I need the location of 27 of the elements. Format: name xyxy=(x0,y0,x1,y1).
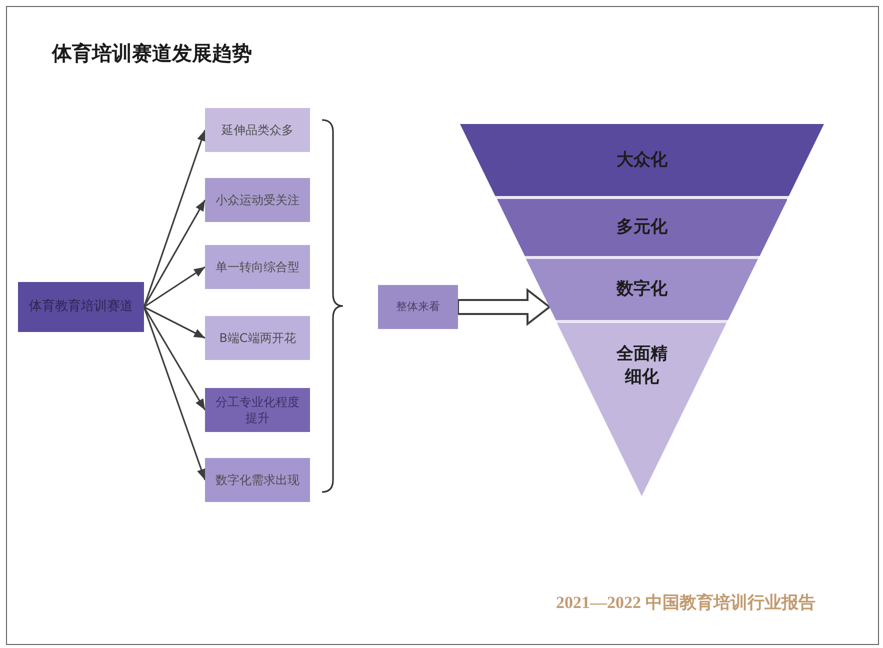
node-text: B端C端两开花 xyxy=(219,330,296,346)
summary-box xyxy=(378,285,458,329)
node-text: 分工专业化程度提升 xyxy=(214,394,300,426)
source-box xyxy=(18,282,144,332)
hollow-arrow xyxy=(457,288,552,326)
node-text: 小众运动受关注 xyxy=(216,192,300,208)
title: 体育培训赛道发展趋势 xyxy=(52,40,252,67)
band-text: 多元化 xyxy=(616,216,668,239)
band-text: 数字化 xyxy=(616,278,668,301)
node-text: 单一转向综合型 xyxy=(216,258,300,276)
trend-box xyxy=(205,458,310,502)
node-text: 数字化需求出现 xyxy=(216,472,300,488)
trend-box xyxy=(205,316,310,360)
node-text: 延伸品类众多 xyxy=(222,122,294,138)
arrow xyxy=(143,200,206,308)
trend-box xyxy=(205,388,310,432)
trend-box xyxy=(205,178,310,222)
caption: 2021—2022 中国教育培训行业报告 xyxy=(556,592,816,614)
trend-box xyxy=(205,108,310,152)
arrow xyxy=(144,266,206,308)
arrow xyxy=(144,306,206,339)
band-text: 全面精细化 xyxy=(616,343,668,389)
trend-box xyxy=(205,245,310,289)
band-text: 大众化 xyxy=(616,148,668,172)
node-text: 体育教育培训赛道 xyxy=(29,298,133,316)
node-text: 整体来看 xyxy=(396,300,440,314)
arrow xyxy=(143,306,206,410)
